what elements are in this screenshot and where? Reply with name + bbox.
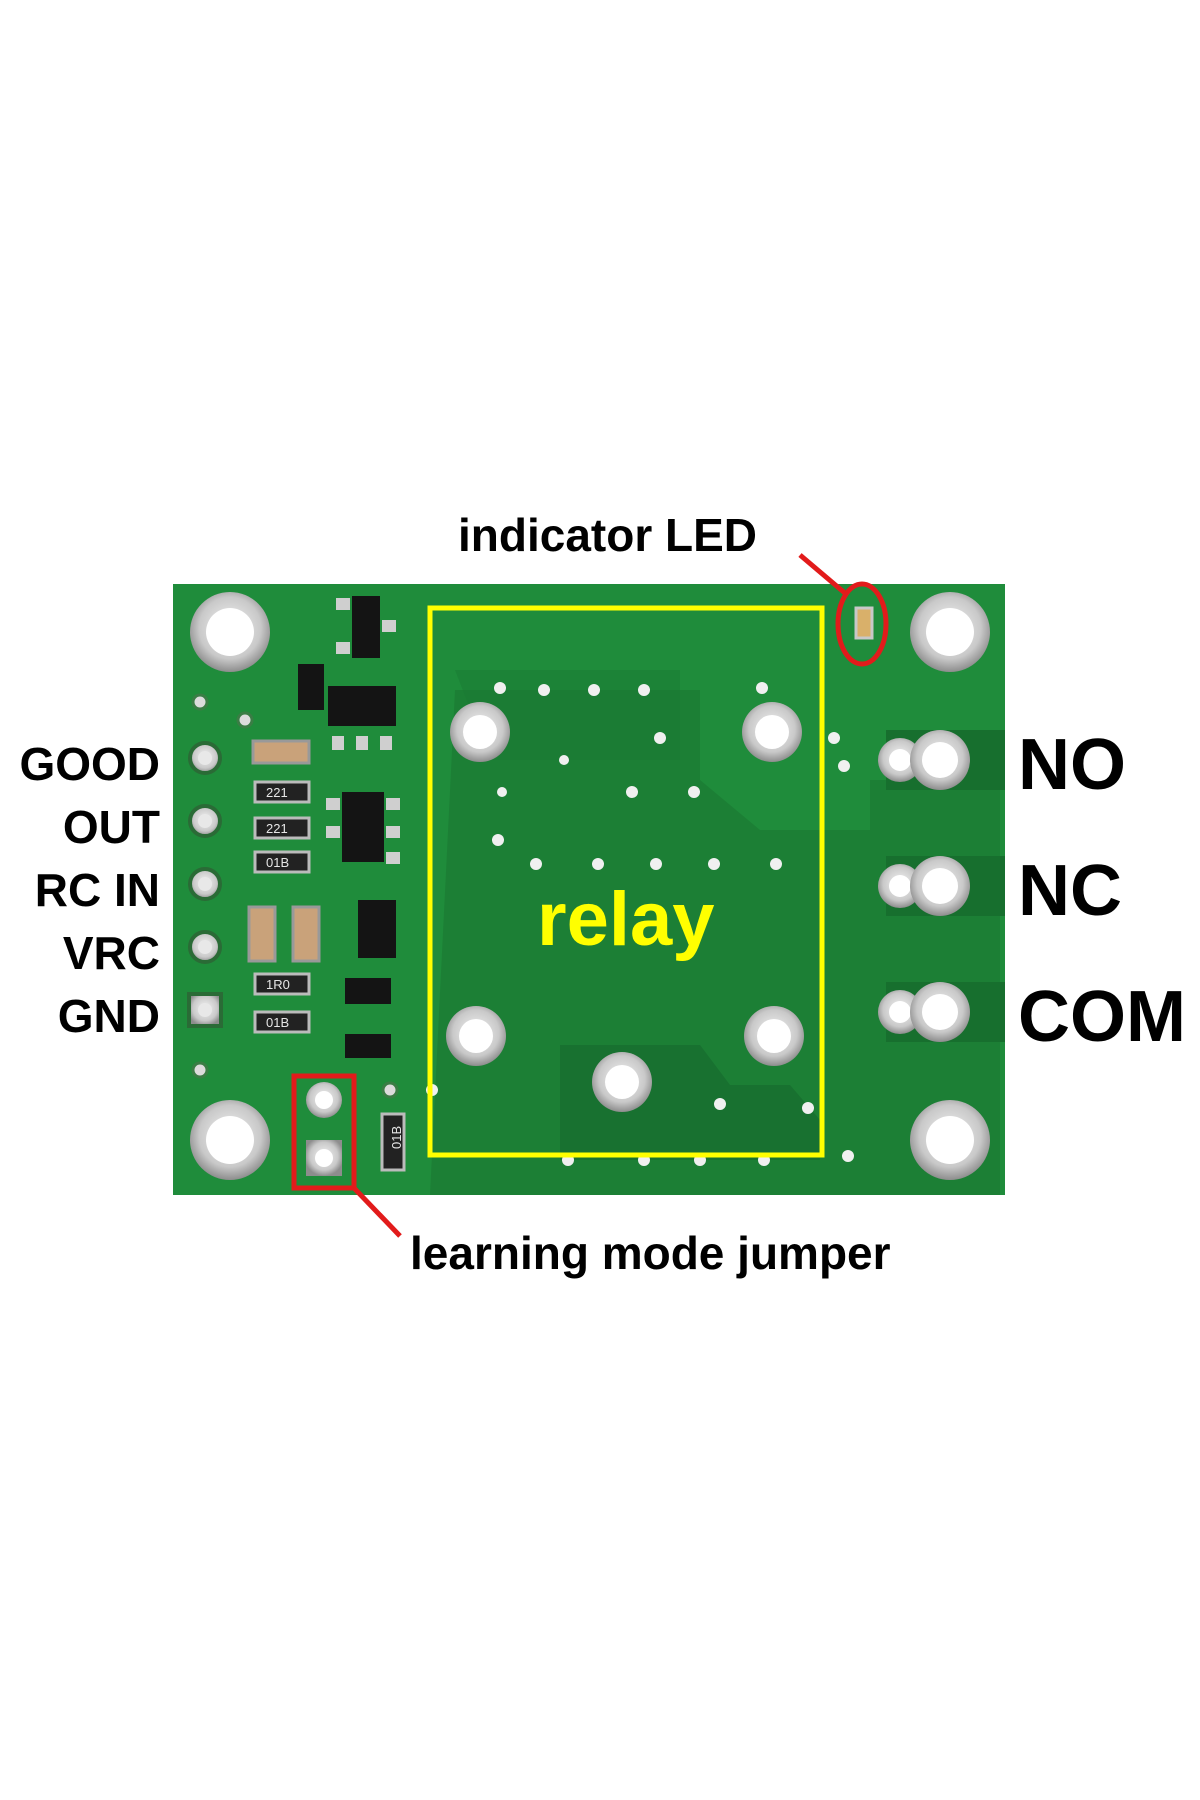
- marking-r3: 01B: [266, 855, 289, 870]
- marking-r2: 221: [266, 821, 288, 836]
- copper-pour-top: [455, 670, 680, 760]
- relay-outline: [427, 605, 825, 1158]
- marking-r4: 1R0: [266, 977, 290, 992]
- marking-r1: 221: [266, 785, 288, 800]
- pin-label-gnd: GND: [57, 990, 160, 1042]
- relay-label: relay: [537, 877, 715, 962]
- relay-pins: [446, 702, 804, 1112]
- mounting-holes: [190, 592, 990, 1180]
- callout-indicator-led: indicator LED: [458, 509, 758, 561]
- indicator-led-leader: [798, 553, 848, 596]
- terminal-label-nc: NC: [1018, 851, 1122, 931]
- pin-label-good: GOOD: [19, 738, 160, 790]
- pin-label-out: OUT: [62, 801, 160, 853]
- pin-label-vrc: VRC: [62, 927, 160, 979]
- marking-r6: 01B: [389, 1126, 404, 1149]
- callout-learning-jumper: learning mode jumper: [410, 1227, 891, 1279]
- learning-jumper-highlight: [291, 1073, 357, 1191]
- pin-label-rc-in: RC IN: [34, 864, 160, 916]
- component-markings: 221 221 01B 1R0 01B 01B: [266, 785, 404, 1149]
- jumper-pads: [306, 1082, 342, 1176]
- marking-r5: 01B: [266, 1015, 289, 1030]
- terminal-pads: [878, 730, 1005, 1042]
- smd-components: [247, 596, 874, 1172]
- learning-jumper-leader: [352, 1186, 402, 1238]
- header-pins: [187, 741, 223, 1028]
- indicator-led-highlight: [835, 581, 889, 667]
- terminal-label-com: COM: [1018, 977, 1186, 1057]
- vias-left: [191, 693, 399, 1099]
- terminal-label-no: NO: [1018, 725, 1126, 805]
